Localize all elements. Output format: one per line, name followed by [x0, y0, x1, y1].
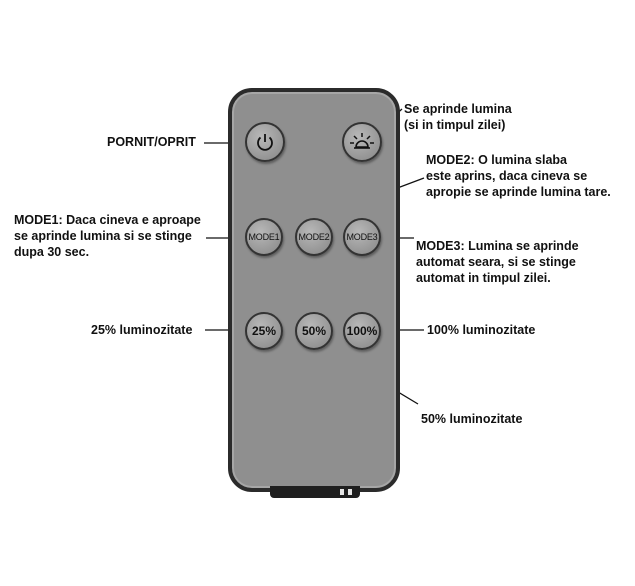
power-button[interactable] [245, 122, 285, 162]
label-mode2: MODE2: O lumina slaba este aprins, daca … [426, 153, 611, 199]
brightness-25-button[interactable]: 25% [245, 312, 283, 350]
label-light: Se aprinde lumina (si in timpul zilei) [404, 102, 512, 132]
label-mode3: MODE3: Lumina se aprinde automat seara, … [416, 239, 579, 285]
brightness-100-button[interactable]: 100% [343, 312, 381, 350]
label-mode1: MODE1: Daca cineva e aproape se aprinde … [14, 213, 201, 259]
label-25: 25% luminozitate [91, 323, 193, 337]
light-button[interactable] [342, 122, 382, 162]
label-power: PORNIT/OPRIT [107, 135, 196, 149]
label-50: 50% luminozitate [421, 412, 523, 426]
remote-battery-tab [270, 486, 360, 498]
mode1-button[interactable]: MODE1 [245, 218, 283, 256]
connector-pin [348, 489, 352, 495]
connector-pin [340, 489, 344, 495]
mode3-button[interactable]: MODE3 [343, 218, 381, 256]
mode2-button[interactable]: MODE2 [295, 218, 333, 256]
brightness-50-button[interactable]: 50% [295, 312, 333, 350]
label-100: 100% luminozitate [427, 323, 536, 337]
light-icon [350, 133, 374, 149]
power-icon [257, 134, 273, 151]
